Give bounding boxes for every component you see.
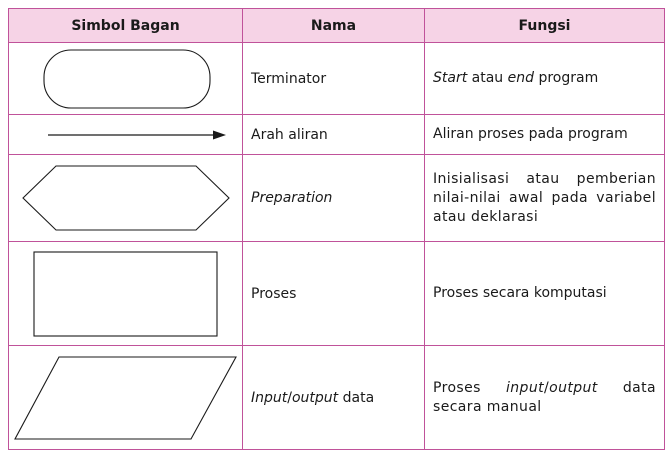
symbol-cell xyxy=(8,154,243,242)
function-cell: Proses secara komputasi xyxy=(424,241,665,346)
terminator-icon xyxy=(42,48,211,109)
function-end-text: end xyxy=(507,70,534,86)
function-slash-text: / xyxy=(544,379,550,396)
table-row: Input/output data Proses input/output da… xyxy=(8,345,665,450)
function-program-text: program xyxy=(534,70,599,86)
function-cell: Aliran proses pada program xyxy=(424,114,665,155)
function-cell: Proses input/output data secara manual xyxy=(424,345,665,450)
header-function: Fungsi xyxy=(424,8,665,43)
table-header-row: Simbol Bagan Nama Fungsi xyxy=(8,8,665,43)
name-cell: Preparation xyxy=(242,154,425,242)
name-slash-text: / xyxy=(287,389,292,406)
table-row: Proses Proses secara komputasi xyxy=(8,241,665,346)
name-cell: Proses xyxy=(242,241,425,346)
function-rest-text: data secara manual xyxy=(433,379,656,415)
name-data-text: data xyxy=(338,389,375,406)
name-output-text: output xyxy=(291,389,339,406)
table-row: Arah aliran Aliran proses pada program xyxy=(8,114,665,155)
arrow-right-icon xyxy=(47,130,226,139)
name-cell: Terminator xyxy=(242,42,425,115)
header-symbol: Simbol Bagan xyxy=(8,8,243,43)
table-row: Preparation Inisialisasi atau pemberian … xyxy=(8,154,665,242)
function-proses-text: Proses xyxy=(433,379,506,396)
function-atau-text: atau xyxy=(467,70,508,86)
flowchart-symbol-table: Simbol Bagan Nama Fungsi Terminator Star… xyxy=(8,8,665,450)
symbol-cell xyxy=(8,114,243,155)
hexagon-icon xyxy=(21,165,230,231)
symbol-cell xyxy=(8,345,243,450)
symbol-cell xyxy=(8,42,243,115)
name-input-text: Input xyxy=(251,389,288,406)
header-name: Nama xyxy=(242,8,425,43)
function-input-text: input xyxy=(505,379,544,396)
name-cell: Arah aliran xyxy=(242,114,425,155)
function-output-text: output xyxy=(549,379,598,396)
function-cell: Start atau end program xyxy=(424,42,665,115)
name-cell: Input/output data xyxy=(242,345,425,450)
symbol-cell xyxy=(8,241,243,346)
table-row: Terminator Start atau end program xyxy=(8,42,665,115)
function-start-text: Start xyxy=(433,70,468,86)
rectangle-icon xyxy=(32,250,218,337)
function-cell: Inisialisasi atau pemberian nilai-nilai … xyxy=(424,154,665,242)
parallelogram-icon xyxy=(13,355,237,440)
